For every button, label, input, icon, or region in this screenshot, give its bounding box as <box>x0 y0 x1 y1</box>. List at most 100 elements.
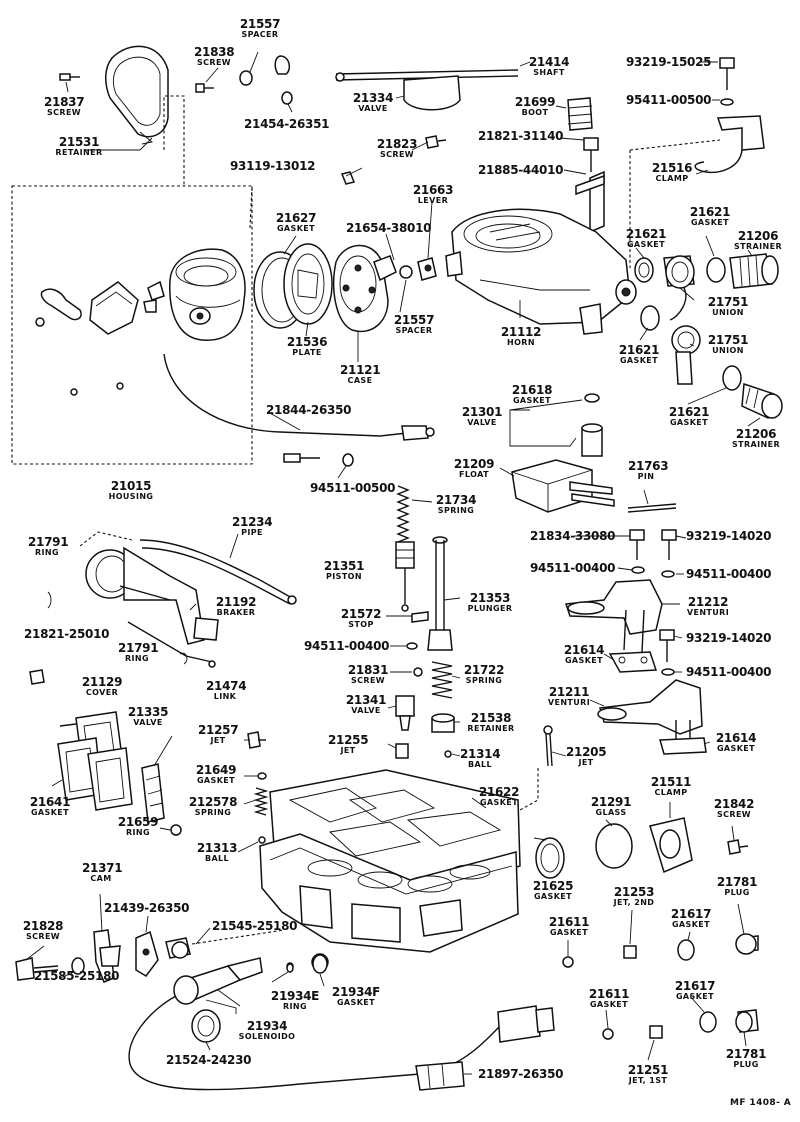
lever-21663 <box>417 257 437 281</box>
gasket-21611a <box>562 956 574 968</box>
braker-21192 <box>85 546 219 645</box>
case-21121 <box>333 244 389 333</box>
stop-21572 <box>411 611 429 623</box>
strainer-21206a <box>729 253 779 289</box>
screw-21828 <box>15 957 59 981</box>
venturi-21212 <box>564 579 663 653</box>
jet-21251 <box>649 1025 663 1039</box>
jet-21205 <box>543 725 553 767</box>
callout-95411-00500: 95411-00500 <box>626 93 712 107</box>
float-21209 <box>511 459 615 513</box>
callout-21885-44010: 21885-44010 <box>478 163 564 177</box>
jet-21255 <box>395 743 409 759</box>
valve-21341 <box>395 695 415 731</box>
gasket-21617a <box>677 939 695 961</box>
valve-21335 <box>141 763 165 823</box>
callout-93219-15025: 93219-15025 <box>626 55 712 69</box>
screws-21834 <box>629 529 677 560</box>
callout-21454-26351: 21454-26351 <box>244 117 330 131</box>
callout-21545-25180: 21545-25180 <box>212 919 298 933</box>
horn-21112 <box>445 208 637 335</box>
clamp-21511 <box>649 817 693 874</box>
screw-21821-31140 <box>583 137 599 172</box>
strainer-21206b <box>741 382 783 420</box>
spring-21722 <box>431 661 453 699</box>
plug-21781b <box>735 1009 759 1033</box>
jet-21253 <box>623 945 637 959</box>
callout-21439-26350: 21439-26350 <box>104 901 190 915</box>
callout-21821-25010: 21821-25010 <box>24 627 110 641</box>
spring-212578 <box>253 787 269 816</box>
glass-21291 <box>595 823 633 869</box>
callout-93219-14020-2: 93219-14020 <box>686 631 772 645</box>
gasket-21641 <box>57 737 133 811</box>
callout-21897-26350: 21897-26350 <box>478 1067 564 1081</box>
callout-21585-25180: 21585-25180 <box>34 969 120 983</box>
callout-93119-13012: 93119-13012 <box>230 159 316 173</box>
ring-21659 <box>170 824 182 836</box>
plunger-21353 <box>427 536 453 651</box>
clamp-21516 <box>694 115 765 174</box>
jet-21257 <box>247 731 261 749</box>
shaft-21414 <box>335 69 519 111</box>
plate-21536 <box>283 243 333 325</box>
callout-21844-26350: 21844-26350 <box>266 403 352 417</box>
gasket-21621a <box>634 257 654 283</box>
callout-21821-31140: 21821-31140 <box>478 129 564 143</box>
union-21751a <box>663 255 695 321</box>
cam-21371 <box>93 929 121 983</box>
gasket-21625 <box>535 837 565 879</box>
link-21439 <box>135 930 159 977</box>
bolt-93219-15025 <box>719 57 735 106</box>
